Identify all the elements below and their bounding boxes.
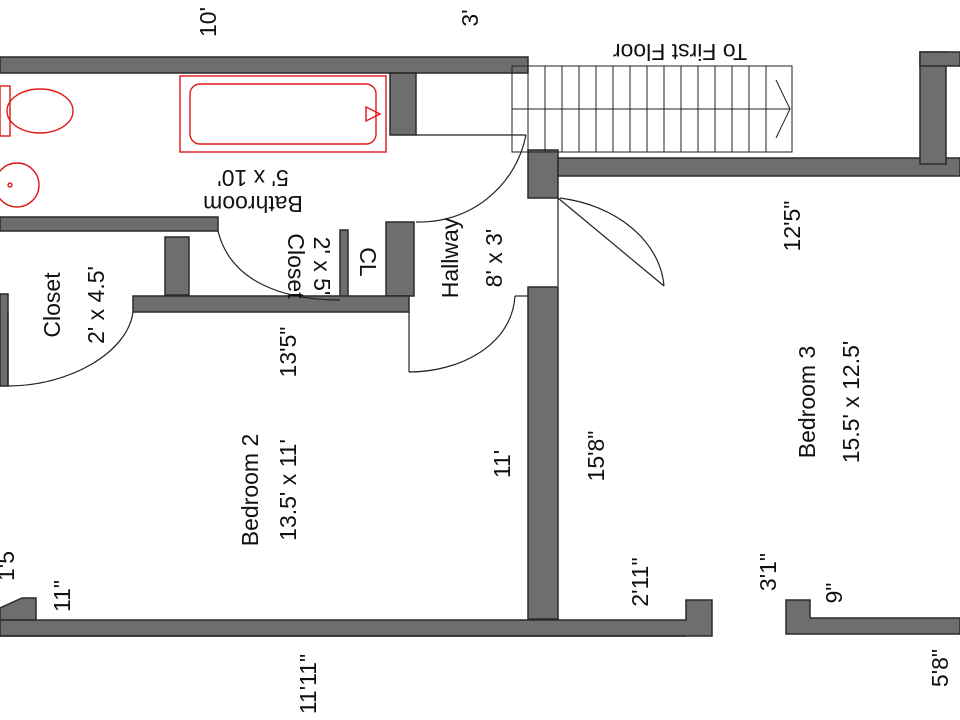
small-closet-name: Closet (39, 272, 65, 338)
stair-landing-post (389, 72, 417, 136)
bottom-left-stub (0, 597, 37, 621)
dim-seg-11: 11" (49, 580, 75, 612)
dim-seg-3-1: 3'1" (755, 553, 781, 591)
stairs-label-group: To First Floor (613, 39, 748, 65)
small-closet-size: 2' x 4.5' (83, 266, 109, 344)
bathroom-label-group: Bathroom 5' x 10' (203, 165, 303, 217)
left-closet-post (0, 293, 9, 387)
right-post (919, 51, 947, 165)
toilet-icon (6, 88, 74, 134)
bathroom-fixtures (0, 75, 387, 208)
hallway-size: 8' x 3' (481, 229, 507, 288)
bedroom3-top-wall (557, 157, 960, 177)
dim-bed2-11: 11' (489, 450, 515, 478)
linen-closet-name: Closet (283, 233, 309, 299)
hall-stub-top (527, 149, 559, 199)
right-post-cap (919, 51, 960, 67)
bedroom2-name: Bedroom 2 (237, 434, 263, 547)
bedroom2-label-group: Bedroom 2 13.5' x 11' (237, 434, 301, 547)
stairs-label: To First Floor (613, 39, 748, 65)
dim-bottom-5-8: 5'8" (927, 649, 953, 687)
staircase (511, 65, 793, 153)
linen-closet-right (385, 221, 415, 297)
closet-abbrev: CL (355, 247, 381, 277)
hallway-label-group: Hallway 8' x 3' (437, 217, 507, 298)
bedroom3-label-group: Bedroom 3 15.5' x 12.5' (794, 341, 864, 464)
dim-seg-2-11: 2'11" (627, 557, 653, 606)
bath-closet-wall (0, 216, 219, 232)
doors (7, 134, 665, 387)
hallway-name: Hallway (437, 217, 463, 298)
linen-closet-size: 2' x 5' (309, 237, 335, 296)
small-closet-door (7, 311, 134, 387)
cl-label-group: CL (355, 247, 381, 277)
hall-bed3-wall (527, 286, 559, 620)
top-wall (0, 56, 529, 74)
bathroom-size: 5' x 10' (217, 165, 288, 191)
sink-icon (0, 162, 40, 208)
bedroom2-size: 13.5' x 11' (275, 439, 301, 541)
walls (0, 51, 960, 637)
bottom-wall-left (0, 599, 713, 637)
bedroom3-name: Bedroom 3 (794, 346, 820, 459)
linen-closet-label-group: Closet 2' x 5' (283, 233, 335, 299)
closet-divider-post (164, 236, 190, 296)
dim-left-edge: 1'5 (0, 551, 19, 581)
bedroom3-size: 15.5' x 12.5' (838, 341, 864, 464)
dim-bed3-15-8: 15'8" (583, 431, 609, 482)
bedroom2-door (408, 295, 528, 373)
linen-closet-door (217, 230, 341, 301)
dim-hall-12-5: 12'5" (779, 201, 805, 252)
stair-arrow-icon (775, 79, 791, 139)
linen-closet-left (339, 229, 349, 301)
dim-bath-10: 10' (195, 7, 221, 37)
dim-stair-3: 3' (457, 9, 483, 26)
dim-bed2-13-5: 13'5" (275, 327, 301, 378)
bedroom3-door (557, 197, 665, 287)
small-closet-label-group: Closet 2' x 4.5' (39, 266, 109, 344)
bottom-wall-right (785, 599, 960, 635)
dim-seg-9: 9" (821, 583, 847, 604)
dim-bottom-11-11: 11'11" (295, 654, 321, 714)
bathroom-door (415, 134, 527, 223)
bedroom2-top-wall (132, 295, 410, 313)
bathroom-name: Bathroom (203, 191, 303, 217)
bathtub-icon (179, 75, 387, 153)
